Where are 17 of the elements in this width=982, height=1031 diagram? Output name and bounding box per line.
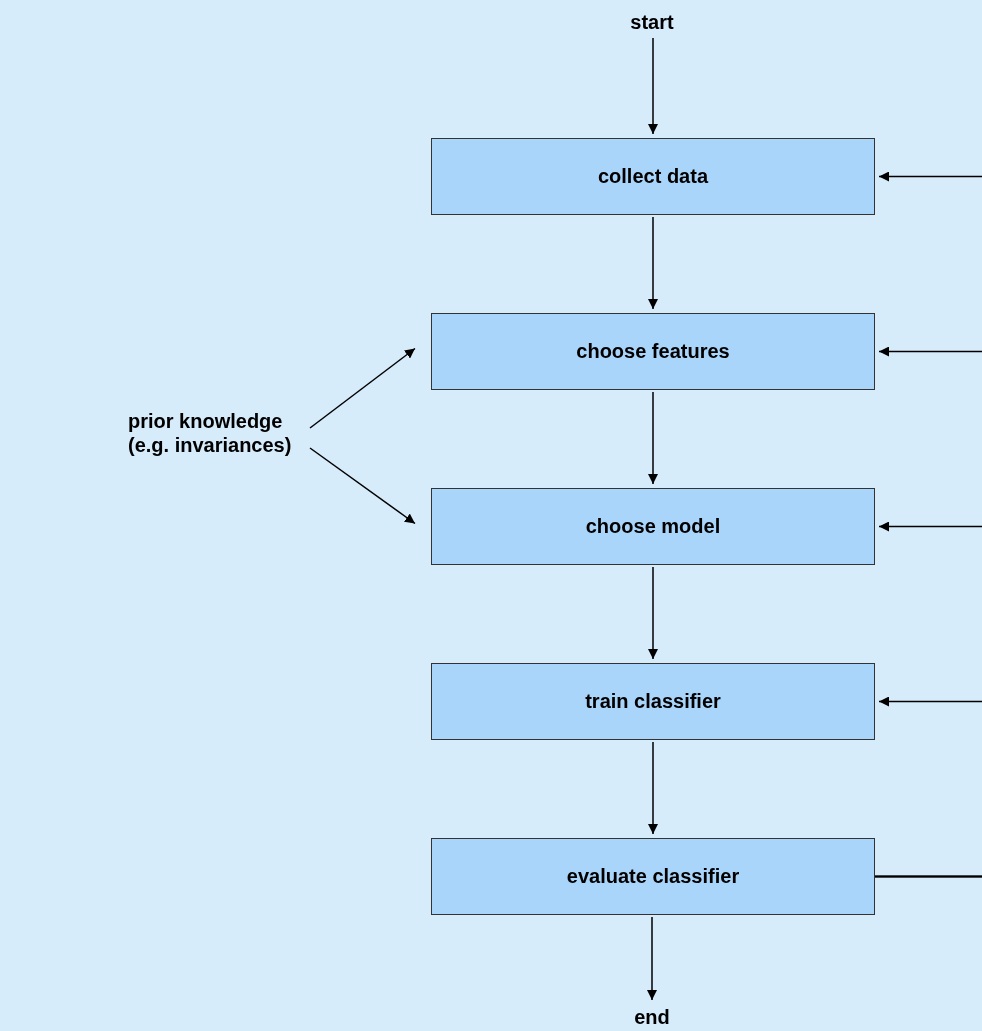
flow-label: start (630, 10, 674, 34)
arrow (648, 566, 658, 660)
process-box: collect data (431, 138, 875, 215)
process-box: train classifier (431, 663, 875, 740)
process-box: choose model (431, 488, 875, 565)
arrow (648, 391, 658, 485)
arrow (648, 741, 658, 835)
arrow (874, 696, 982, 878)
arrow (309, 347, 416, 429)
arrow (648, 37, 658, 135)
flow-label: end (634, 1005, 670, 1029)
process-box: choose features (431, 313, 875, 390)
process-box: evaluate classifier (431, 838, 875, 915)
flow-label: prior knowledge (e.g. invariances) (128, 409, 293, 457)
arrow (309, 447, 416, 525)
arrow (647, 916, 657, 1001)
arrow (648, 216, 658, 310)
